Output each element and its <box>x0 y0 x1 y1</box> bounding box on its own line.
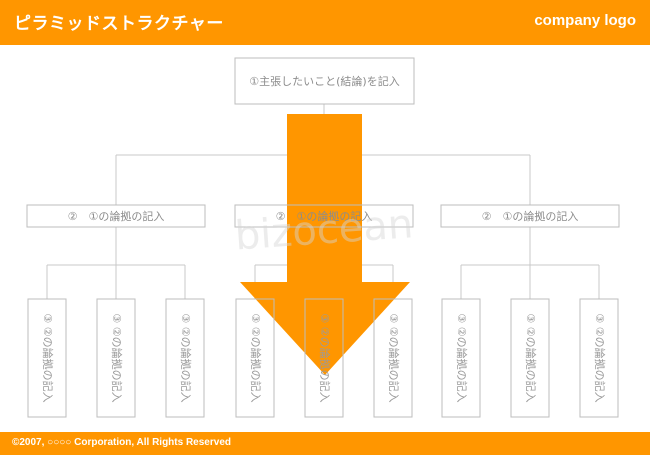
leaf-label-3: ③ ②の論拠の記入 <box>179 313 193 402</box>
leaf-label-7: ③ ②の論拠の記入 <box>455 313 469 402</box>
reason-box-3 <box>440 204 620 228</box>
leaf-label-5: ③ ②の論拠の記入 <box>318 313 332 402</box>
leaf-label-8: ③ ②の論拠の記入 <box>524 313 538 402</box>
leaf-box-9 <box>579 298 619 418</box>
copyright-text: ©2007, ○○○○ Corporation, All Rights Rese… <box>12 437 231 448</box>
reason-label-3: ② ①の論拠の記入 <box>482 209 579 223</box>
leaf-box-2 <box>96 298 136 418</box>
page-title: ピラミッドストラクチャー <box>14 14 224 34</box>
leaf-label-6: ③ ②の論拠の記入 <box>387 313 401 402</box>
reason-box-1 <box>26 204 206 228</box>
leaf-label-1: ③ ②の論拠の記入 <box>41 313 55 402</box>
leaf-box-6 <box>373 298 413 418</box>
reason-label-2: ② ①の論拠の記入 <box>276 209 373 223</box>
leaf-label-9: ③ ②の論拠の記入 <box>593 313 607 402</box>
leaf-box-8 <box>510 298 550 418</box>
leaf-box-4 <box>235 298 275 418</box>
leaf-box-7 <box>441 298 481 418</box>
leaf-box-5 <box>304 298 344 418</box>
reason-box-2 <box>234 204 414 228</box>
leaf-box-1 <box>27 298 67 418</box>
leaf-boxes: ③ ②の論拠の記入 ③ ②の論拠の記入 ③ ②の論拠の記入 ③ ②の論拠の記入 ③ ②の… <box>27 298 619 418</box>
watermark: bizocean <box>233 201 414 259</box>
leaf-label-4: ③ ②の論拠の記入 <box>249 313 263 402</box>
leaf-box-3 <box>165 298 205 418</box>
down-arrow-icon <box>240 114 410 375</box>
footer-bar: ©2007, ○○○○ Corporation, All Rights Rese… <box>0 432 650 455</box>
reason-label-1: ② ①の論拠の記入 <box>68 209 165 223</box>
header-bar: ピラミッドストラクチャー company logo <box>0 0 650 45</box>
company-logo: company logo <box>534 12 636 29</box>
conclusion-label: ①主張したいこと(結論)を記入 <box>249 74 399 88</box>
conclusion-box <box>234 57 415 105</box>
leaf-label-2: ③ ②の論拠の記入 <box>110 313 124 402</box>
